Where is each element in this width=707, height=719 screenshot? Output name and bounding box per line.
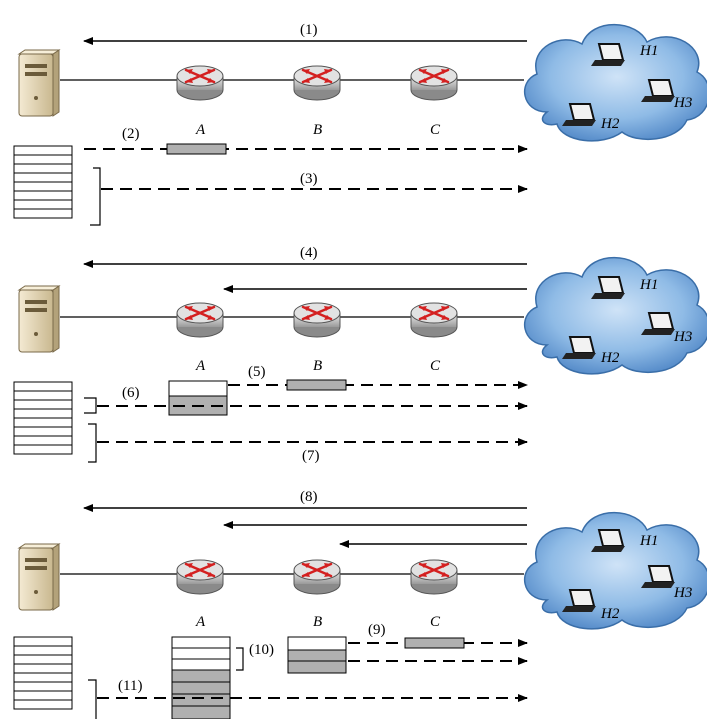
router-icon <box>409 558 459 596</box>
step-label-1: (1) <box>300 22 318 38</box>
host-label-h3: H3 <box>673 585 692 601</box>
router-label-a: A <box>195 122 206 138</box>
router-icon <box>175 558 225 596</box>
router-icon <box>175 64 225 102</box>
step-label-4: (4) <box>300 245 318 261</box>
step-label-7: (7) <box>302 448 320 464</box>
bracket <box>88 423 97 463</box>
router-label-c: C <box>430 122 441 138</box>
packet <box>287 649 347 662</box>
packet <box>287 660 347 674</box>
host-label-h2: H2 <box>600 116 620 132</box>
router-label-c: C <box>430 358 441 374</box>
bracket <box>88 679 97 719</box>
packet <box>286 379 347 391</box>
router-label-b: B <box>313 358 322 374</box>
bracket <box>236 647 244 671</box>
router-label-a: A <box>195 358 206 374</box>
forwarding-table <box>13 381 73 455</box>
step-label-3: (3) <box>300 171 318 187</box>
router-icon <box>409 64 459 102</box>
packet <box>166 143 227 155</box>
host-label-h3: H3 <box>673 329 692 345</box>
forwarding-table <box>13 636 73 710</box>
step-label-2: (2) <box>122 126 140 142</box>
step-label-11: (11) <box>118 678 142 694</box>
router-icon <box>175 301 225 339</box>
forwarding-table <box>13 145 73 219</box>
server-icon <box>18 543 60 611</box>
step-label-10: (10) <box>249 642 274 658</box>
server-icon <box>18 285 60 353</box>
router-icon <box>409 301 459 339</box>
packet <box>287 636 347 651</box>
packet-stack <box>171 636 231 719</box>
router-label-c: C <box>430 614 441 630</box>
packet <box>404 637 465 649</box>
host-label-h1: H1 <box>639 277 658 293</box>
panel-1: (1) A B C H1 H3 H2 (2) (3) <box>13 22 707 226</box>
router-label-a: A <box>195 614 206 630</box>
router-icon <box>292 301 342 339</box>
router-icon <box>292 558 342 596</box>
packet <box>168 380 228 397</box>
step-label-6: (6) <box>122 385 140 401</box>
host-label-h2: H2 <box>600 350 620 366</box>
host-label-h1: H1 <box>639 43 658 59</box>
host-label-h3: H3 <box>673 95 692 111</box>
bracket <box>84 397 97 414</box>
panel-2: (4) A B C H1 H3 H2 (5) (6) (7) <box>13 245 707 464</box>
router-label-b: B <box>313 122 322 138</box>
router-icon <box>292 64 342 102</box>
panel-3: (8) A B C H1 H3 H2 (9) <box>13 489 707 719</box>
host-label-h2: H2 <box>600 606 620 622</box>
step-label-9: (9) <box>368 622 386 638</box>
router-label-b: B <box>313 614 322 630</box>
host-label-h1: H1 <box>639 533 658 549</box>
server-icon <box>18 49 60 117</box>
step-label-5: (5) <box>248 364 266 380</box>
step-label-8: (8) <box>300 489 318 505</box>
bracket <box>90 167 101 226</box>
